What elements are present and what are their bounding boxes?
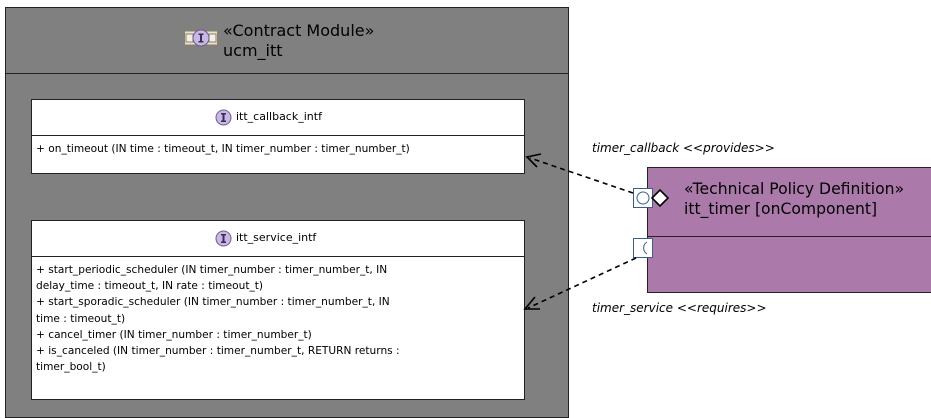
- arrowhead-icon: [525, 153, 542, 168]
- technical-policy-box[interactable]: «Technical Policy Definition» itt_timer …: [647, 167, 931, 293]
- operation: delay_time : timeout_t, IN rate : timeou…: [36, 280, 264, 293]
- operations-list: + on_timeout (IN time : timeout_t, IN ti…: [32, 136, 524, 157]
- contract-module[interactable]: «Contract Module» ucm_itt itt_callback_i…: [5, 7, 569, 418]
- module-name: ucm_itt: [223, 41, 283, 60]
- policy-name: itt_timer [onComponent]: [684, 200, 878, 218]
- connector-label-requires: timer_service <<requires>>: [592, 301, 767, 315]
- interface-box-service[interactable]: itt_service_intf + start_periodic_schedu…: [31, 220, 525, 400]
- operation: + cancel_timer (IN timer_number : timer_…: [36, 328, 312, 341]
- technical-policy-header: «Technical Policy Definition» itt_timer …: [648, 168, 931, 237]
- required-port-icon[interactable]: [633, 238, 653, 258]
- connector-label-provides: timer_callback <<provides>>: [592, 141, 775, 155]
- lollipop-icon: [636, 191, 650, 205]
- operations-list: + start_periodic_scheduler (IN timer_num…: [32, 257, 524, 375]
- provides-connector[interactable]: [529, 157, 634, 194]
- contract-module-header: «Contract Module» ucm_itt: [6, 8, 568, 74]
- operation: + start_sporadic_scheduler (IN timer_num…: [36, 296, 390, 309]
- requires-connector[interactable]: [527, 257, 637, 309]
- provided-port-icon[interactable]: [633, 188, 653, 208]
- interface-icon: [215, 109, 232, 126]
- module-stereotype: «Contract Module»: [223, 21, 375, 40]
- socket-icon: [643, 241, 648, 255]
- operation: + on_timeout (IN time : timeout_t, IN ti…: [36, 143, 410, 155]
- operation: + is_canceled (IN timer_number : timer_n…: [36, 345, 400, 358]
- interface-title: itt_service_intf: [32, 221, 524, 257]
- interface-name: itt_callback_intf: [236, 110, 322, 123]
- operation: + start_periodic_scheduler (IN timer_num…: [36, 264, 388, 276]
- interface-box-callback[interactable]: itt_callback_intf + on_timeout (IN time …: [31, 99, 525, 174]
- composition-diamond-icon: [650, 188, 670, 208]
- operation: time : timeout_t): [36, 312, 126, 325]
- operation: timer_bool_t): [36, 361, 106, 374]
- interface-icon: [215, 230, 232, 247]
- arrowhead-icon: [523, 296, 540, 310]
- interface-title: itt_callback_intf: [32, 100, 524, 136]
- policy-stereotype: «Technical Policy Definition»: [684, 180, 905, 198]
- interface-module-icon: [184, 29, 218, 47]
- interface-name: itt_service_intf: [236, 231, 317, 244]
